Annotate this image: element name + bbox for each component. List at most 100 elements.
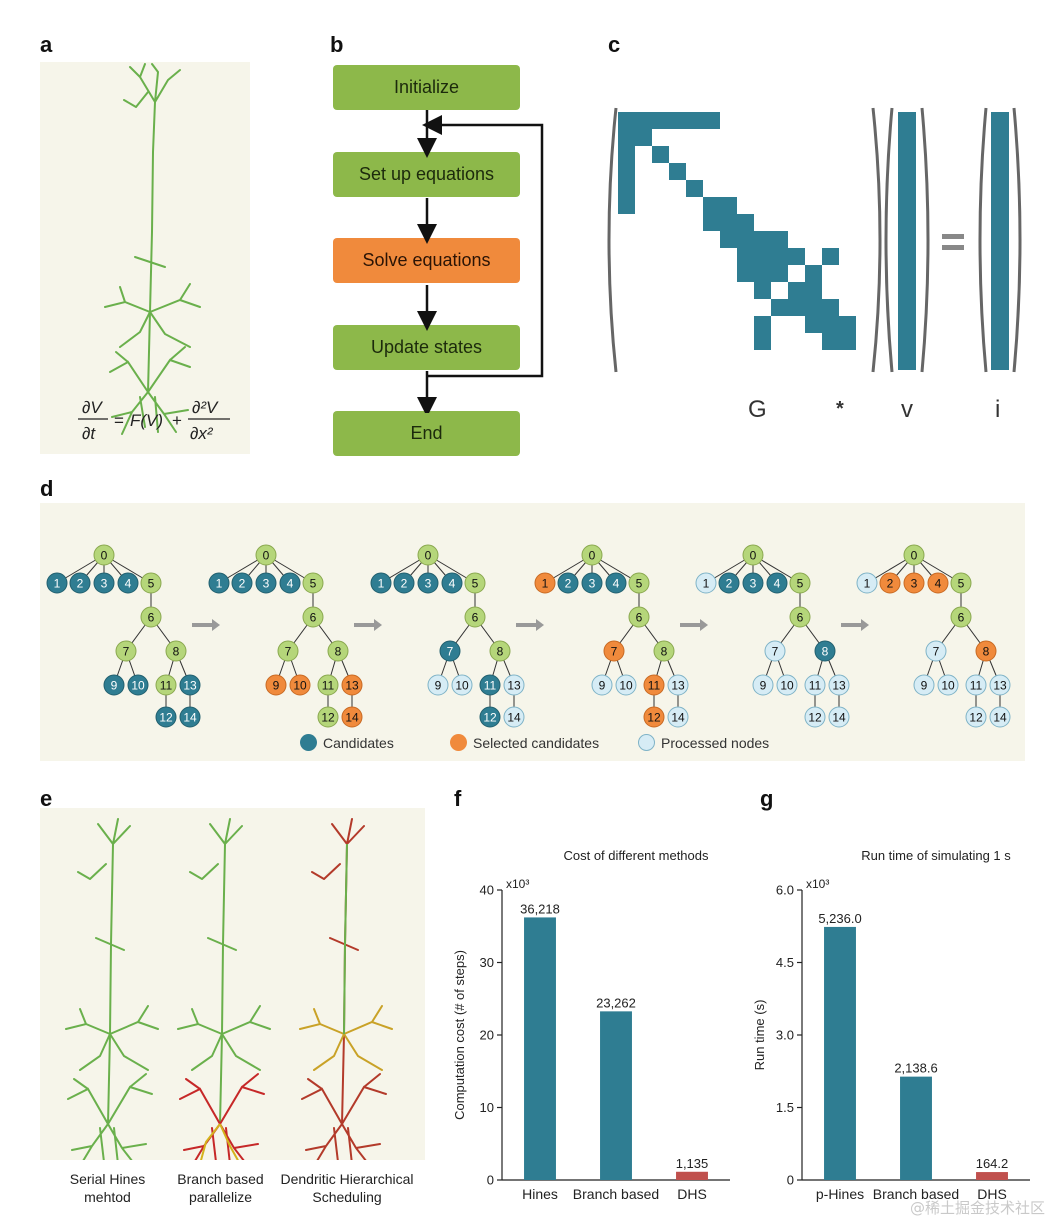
bar-value-label: 5,236.0 (818, 911, 861, 926)
right-paren-v (920, 107, 930, 373)
tree-node-label: 1 (378, 577, 385, 591)
tree-node-label: 9 (273, 679, 280, 693)
tree-node-label: 9 (921, 679, 928, 693)
y-tick-label: 10 (480, 1100, 494, 1115)
matrix-cell (720, 197, 737, 214)
matrix-cell (652, 112, 669, 129)
tree-node-10 (451, 674, 473, 696)
y-tick-label: 0 (787, 1173, 794, 1188)
panel-label-b: b (330, 32, 344, 57)
tree-node-6 (628, 606, 650, 628)
tree-node-2 (393, 572, 415, 594)
neuron-branch (77, 818, 131, 1125)
tree-node-label: 6 (636, 611, 643, 625)
tree-node-9 (913, 674, 935, 696)
caption-branch-based-l1: Branch based (177, 1171, 264, 1187)
tree-node-7 (277, 640, 299, 662)
tree-node-label: 0 (750, 549, 757, 563)
tree-node-label: 11 (648, 679, 661, 693)
svg-text:+: + (172, 411, 182, 430)
tree-node-label: 8 (822, 645, 829, 659)
tree-node-label: 2 (401, 577, 408, 591)
tree-node-label: 10 (941, 679, 955, 693)
tree-node-11 (479, 674, 501, 696)
tree-node-2 (69, 572, 91, 594)
tree-node-label: 11 (809, 679, 822, 693)
tree-node-2 (557, 572, 579, 594)
tree-node-label: 5 (472, 577, 479, 591)
tree-node-label: 7 (447, 645, 454, 659)
matrix-cell (788, 248, 805, 265)
tree-node-7 (439, 640, 461, 662)
tree-node-label: 14 (671, 711, 685, 725)
tree-node-12 (479, 706, 501, 728)
matrix-cell (754, 333, 771, 350)
tree-node-label: 3 (263, 577, 270, 591)
matrix-cell (805, 265, 822, 282)
tree-node-4 (117, 572, 139, 594)
bar-value-label: 2,138.6 (894, 1061, 937, 1076)
tree-node-13 (179, 674, 201, 696)
tree-node-1 (370, 572, 392, 594)
tree-node-label: 3 (425, 577, 432, 591)
tree-node-label: 10 (131, 679, 145, 693)
panel-label-g: g (760, 786, 774, 811)
tree-node-label: 2 (726, 577, 733, 591)
panel-d-background (40, 503, 1025, 761)
tree-node-label: 1 (703, 577, 710, 591)
matrix-cell (754, 316, 771, 333)
tree-node-label: 13 (183, 679, 197, 693)
tree-node-label: 11 (160, 679, 173, 693)
neuron-2 (177, 818, 271, 1160)
tree-node-3 (742, 572, 764, 594)
x-category-label: p-Hines (816, 1186, 864, 1202)
matrix-cell (822, 299, 839, 316)
neuron-morphology-a (104, 63, 201, 435)
flow-step-end: End (333, 411, 520, 456)
tree-node-label: 13 (993, 679, 1007, 693)
tree-node-label: 5 (636, 577, 643, 591)
tree-node-5 (950, 572, 972, 594)
tree-node-label: 11 (322, 679, 335, 693)
y-multiplier-label: x10³ (506, 877, 529, 891)
tree-node-10 (937, 674, 959, 696)
matrix-cell (771, 299, 788, 316)
chart-title: Run time of simulating 1 s (861, 848, 1011, 863)
tree-node-label: 14 (183, 711, 197, 725)
legend-label-selected: Selected candidates (473, 734, 600, 751)
tree-node-4 (279, 572, 301, 594)
multiply-operator: * (836, 398, 844, 420)
matrix-cell (771, 265, 788, 282)
tree-node-label: 1 (542, 577, 549, 591)
tree-node-0 (742, 544, 764, 566)
tree-node-label: 5 (310, 577, 317, 591)
tree-node-label: 14 (507, 711, 521, 725)
tree-node-7 (925, 640, 947, 662)
tree-node-5 (140, 572, 162, 594)
matrix-cell (686, 180, 703, 197)
svg-text:∂V: ∂V (82, 398, 103, 417)
tree-node-13 (828, 674, 850, 696)
step-arrow-head (212, 619, 220, 631)
tree-node-label: 2 (239, 577, 246, 591)
vector-label-i: i (995, 396, 1001, 423)
matrix-cell (618, 129, 635, 146)
tree-node-label: 14 (345, 711, 359, 725)
tree-node-8 (653, 640, 675, 662)
matrix-cell (805, 299, 822, 316)
tree-node-label: 12 (969, 711, 983, 725)
tree-node-label: 8 (983, 645, 990, 659)
tree-node-5 (789, 572, 811, 594)
tree-node-label: 14 (993, 711, 1007, 725)
tree-node-label: 8 (661, 645, 668, 659)
panel-label-e: e (40, 786, 53, 811)
y-axis-label: Computation cost (# of steps) (452, 950, 467, 1120)
tree-node-6 (950, 606, 972, 628)
tree-node-label: 5 (958, 577, 965, 591)
svg-text:=: = (114, 411, 124, 430)
